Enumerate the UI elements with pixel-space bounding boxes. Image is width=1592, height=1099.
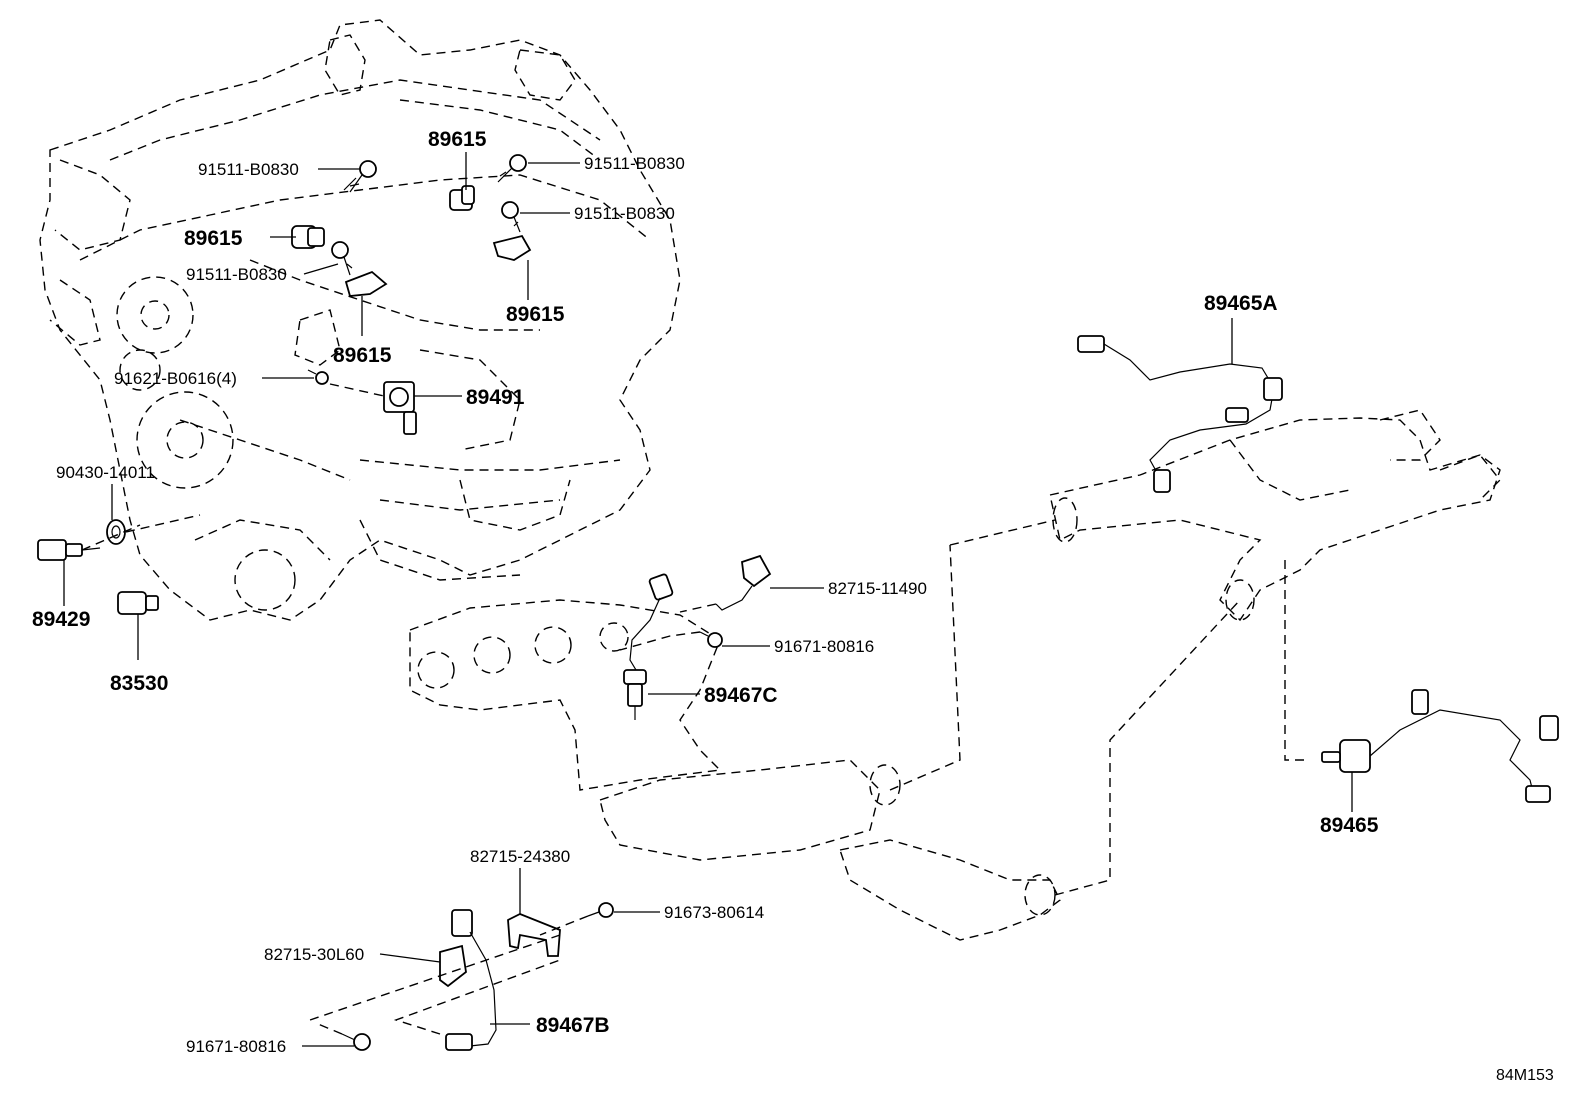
label-o2-sensor-89467b: 89467B [536,1014,610,1037]
label-o2-sensor-89465: 89465 [1320,814,1379,837]
switch-89429 [37,539,101,561]
bolt-91511-top-right [497,154,527,183]
bolt-91671-a [699,631,723,648]
label-knock-sensor-89491: 89491 [466,386,525,409]
label-bolt-91621: 91621-B0616(4) [114,369,237,388]
bolt-91511-mid-right [501,201,521,233]
engine-illustration [39,19,681,621]
label-clamp-82715-11490: 82715-11490 [828,579,927,598]
o2-sensor-89465a [1077,335,1283,493]
label-sensor-89615-left: 89615 [184,227,243,250]
bolt-91511-top-left [343,160,377,193]
label-clamp-82715-30l60: 82715-30L60 [264,945,364,964]
exhaust-manifold-illustration [409,519,1241,941]
o2-sensor-89465 [1321,689,1559,803]
label-bolt-91511-mid-right: 91511-B0830 [574,204,675,223]
o2-sensor-89467b [445,909,497,1051]
gasket-90430 [106,519,126,545]
connector-89467c [629,573,674,671]
parts-group [37,154,1559,1051]
label-o2-sensor-89465a: 89465A [1204,292,1278,315]
bolt-91511-mid-left [331,241,353,276]
install-lines [81,383,717,1035]
sensor-89615-bottom [344,270,388,297]
clamp-82715-24380 [507,913,561,957]
switch-83530 [117,591,159,615]
label-o2-sensor-89467c: 89467C [704,684,778,707]
leader-lines [63,152,1353,1047]
label-sensor-89615-right: 89615 [506,303,565,326]
label-bolt-91671-a: 91671-80816 [774,637,874,656]
label-bolt-91671-b: 91671-80816 [186,1037,286,1056]
label-bolt-91673: 91673-80614 [664,903,764,922]
label-bolt-91511-top-left: 91511-B0830 [198,160,299,179]
label-clamp-82715-24380: 82715-24380 [470,847,570,866]
label-bolt-91511-top-right: 91511-B0830 [584,154,685,173]
o2-sensor-89467c [623,669,647,720]
bolt-91671-b [341,1033,371,1051]
rear-catalyst-illustration [1049,409,1501,761]
label-sensor-89615-top: 89615 [428,128,487,151]
label-sensor-89615-bottom: 89615 [333,344,392,367]
label-switch-89429: 89429 [32,608,90,631]
sensor-89615-left [291,225,325,249]
labels: 91511-B0830 91511-B0830 91511-B0830 9151… [32,128,1554,1084]
label-bolt-91511-mid-left: 91511-B0830 [186,265,287,284]
bolt-91621 [307,369,329,385]
clamp-82715-11490 [715,554,772,611]
bolt-91673 [587,902,614,918]
sensor-89615-top [449,185,475,211]
sensor-89615-right [492,234,532,261]
knock-sensor-89491 [383,381,417,435]
diagram-reference-code: 84M153 [1496,1067,1554,1084]
clamp-82715-30l60 [439,944,467,988]
label-switch-83530: 83530 [110,672,168,695]
label-gasket-90430: 90430-14011 [56,463,155,482]
